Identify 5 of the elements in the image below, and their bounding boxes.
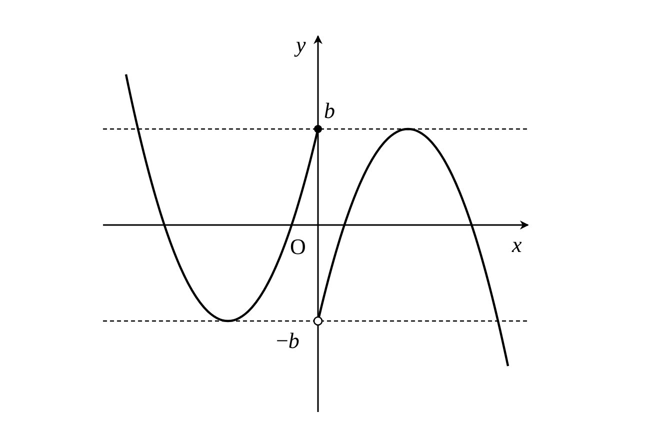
axis-label: x xyxy=(512,234,522,256)
axis-label: O xyxy=(290,236,306,258)
axis-label: y xyxy=(296,34,306,56)
axis-label: −b xyxy=(276,330,300,352)
axis-label: b xyxy=(324,100,335,122)
